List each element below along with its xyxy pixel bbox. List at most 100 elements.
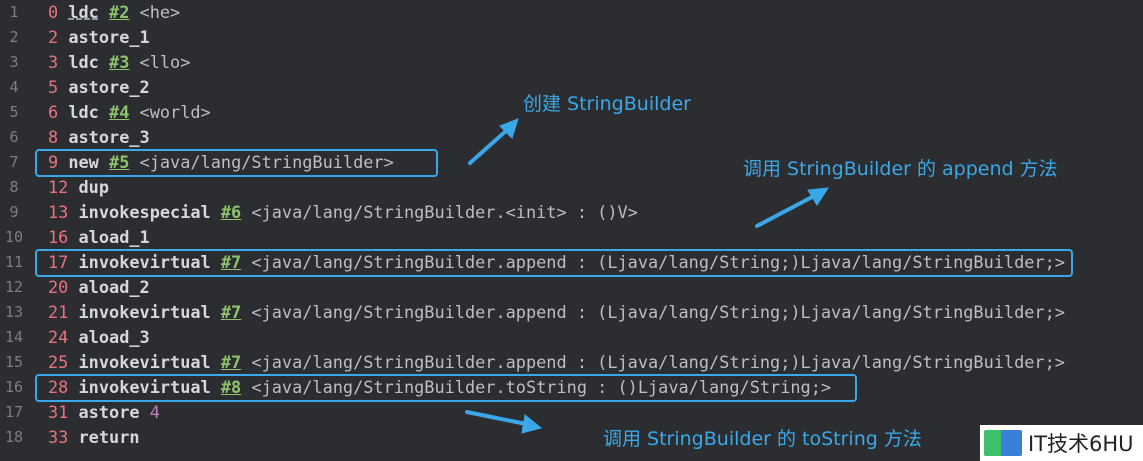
instruction: 16 aload_1 bbox=[48, 225, 150, 250]
constant-ref: #7 bbox=[220, 352, 242, 372]
watermark-text: IT技术6HU bbox=[1028, 432, 1134, 456]
opcode: ldc bbox=[68, 102, 99, 122]
instruction: 13 invokespecial #6 <java/lang/StringBui… bbox=[48, 200, 638, 225]
opcode: invokevirtual bbox=[78, 302, 211, 322]
line-number: 2 bbox=[9, 28, 19, 46]
instruction: 24 aload_3 bbox=[48, 325, 150, 350]
arrow-head-icon bbox=[521, 414, 543, 434]
instruction: 21 invokevirtual #7 <java/lang/StringBui… bbox=[48, 300, 1065, 325]
highlight-new-box bbox=[35, 149, 438, 177]
line-number: 15 bbox=[4, 353, 24, 371]
opcode: invokevirtual bbox=[78, 377, 211, 397]
arrow-head-icon bbox=[807, 187, 829, 206]
opcode: astore bbox=[78, 402, 140, 422]
opcode: astore_2 bbox=[68, 77, 150, 97]
opcode: return bbox=[78, 427, 140, 447]
constant-ref: #5 bbox=[109, 152, 130, 172]
offset: 6 bbox=[48, 102, 59, 122]
watermark-logo-icon bbox=[984, 430, 1022, 456]
instruction: 12 dup bbox=[48, 175, 109, 200]
annotation-append: 调用 StringBuilder 的 append 方法 bbox=[743, 158, 1058, 180]
instruction: 5 astore_2 bbox=[48, 75, 150, 100]
instruction: 6 ldc #4 <world> bbox=[48, 100, 211, 125]
offset: 2 bbox=[48, 27, 59, 47]
constant-ref: #7 bbox=[220, 252, 242, 272]
opcode: invokevirtual bbox=[78, 252, 211, 272]
opcode: ldc bbox=[68, 2, 99, 22]
arrow-head-icon bbox=[499, 118, 519, 139]
arrow-icon bbox=[468, 128, 509, 165]
arrow-icon bbox=[755, 194, 816, 228]
opcode: astore_1 bbox=[68, 27, 150, 47]
arrow-icon bbox=[465, 410, 528, 426]
opcode: ldc bbox=[68, 52, 99, 72]
annotation-tostring: 调用 StringBuilder 的 toString 方法 bbox=[603, 428, 922, 450]
opcode: invokespecial bbox=[78, 202, 211, 222]
line-number: 7 bbox=[9, 153, 19, 171]
offset: 12 bbox=[48, 177, 69, 197]
opcode: new bbox=[68, 152, 99, 172]
offset: 17 bbox=[48, 252, 69, 272]
highlight-append-box bbox=[35, 249, 1073, 277]
line-number: 8 bbox=[9, 178, 19, 196]
offset: 28 bbox=[48, 377, 69, 397]
offset: 8 bbox=[48, 127, 59, 147]
opcode: aload_1 bbox=[78, 227, 150, 247]
annotation-create: 创建 StringBuilder bbox=[523, 93, 691, 115]
line-number: 10 bbox=[4, 228, 24, 246]
offset: 21 bbox=[48, 302, 69, 322]
instruction: 17 invokevirtual #7 <java/lang/StringBui… bbox=[48, 250, 1065, 275]
instruction: 31 astore 4 bbox=[48, 400, 160, 425]
offset: 31 bbox=[48, 402, 69, 422]
constant-ref: #4 bbox=[109, 102, 130, 122]
line-number: 4 bbox=[9, 78, 19, 96]
line-number: 11 bbox=[4, 253, 24, 271]
instruction: 28 invokevirtual #8 <java/lang/StringBui… bbox=[48, 375, 831, 400]
line-number: 17 bbox=[4, 403, 24, 421]
opcode: dup bbox=[78, 177, 110, 197]
line-number: 12 bbox=[4, 278, 24, 296]
line-number: 3 bbox=[9, 53, 19, 71]
line-number: 14 bbox=[4, 328, 24, 346]
offset: 3 bbox=[48, 52, 59, 72]
line-number: 9 bbox=[9, 203, 19, 221]
offset: 5 bbox=[48, 77, 59, 97]
argument: <java/lang/StringBuilder.append : (Ljava… bbox=[251, 352, 1065, 372]
line-number: 16 bbox=[4, 378, 24, 396]
instruction: 20 aload_2 bbox=[48, 275, 150, 300]
line-number: 13 bbox=[4, 303, 24, 321]
constant-ref: #2 bbox=[109, 2, 130, 22]
line-number: 1 bbox=[9, 3, 19, 21]
argument: <java/lang/StringBuilder.toString : ()Lj… bbox=[251, 377, 832, 397]
instruction: 9 new #5 <java/lang/StringBuilder> bbox=[48, 150, 394, 175]
argument: <java/lang/StringBuilder.append : (Ljava… bbox=[251, 302, 1065, 322]
offset: 13 bbox=[48, 202, 69, 222]
opcode: aload_2 bbox=[78, 277, 150, 297]
instruction: 2 astore_1 bbox=[48, 25, 150, 50]
constant-ref: #7 bbox=[220, 302, 242, 322]
opcode: astore_3 bbox=[68, 127, 150, 147]
constant-ref: #6 bbox=[220, 202, 242, 222]
instruction: 3 ldc #3 <llo> bbox=[48, 50, 190, 75]
offset: 16 bbox=[48, 227, 69, 247]
argument: <java/lang/StringBuilder.append : (Ljava… bbox=[251, 252, 1065, 272]
argument: <java/lang/StringBuilder> bbox=[139, 152, 394, 172]
constant-ref: #3 bbox=[109, 52, 130, 72]
offset: 33 bbox=[48, 427, 69, 447]
line-number: 6 bbox=[9, 128, 19, 146]
instruction: 0 ldc #2 <he> bbox=[48, 0, 180, 25]
instruction: 25 invokevirtual #7 <java/lang/StringBui… bbox=[48, 350, 1065, 375]
operand: 4 bbox=[149, 402, 160, 422]
offset: 0 bbox=[48, 2, 59, 22]
line-number: 5 bbox=[9, 103, 19, 121]
opcode: invokevirtual bbox=[78, 352, 211, 372]
argument: <world> bbox=[139, 102, 211, 122]
line-number: 18 bbox=[4, 428, 24, 446]
offset: 24 bbox=[48, 327, 69, 347]
argument: <he> bbox=[139, 2, 181, 22]
constant-ref: #8 bbox=[220, 377, 242, 397]
argument: <java/lang/StringBuilder.<init> : ()V> bbox=[251, 202, 638, 222]
argument: <llo> bbox=[139, 52, 191, 72]
watermark: IT技术6HU bbox=[980, 425, 1143, 461]
instruction: 8 astore_3 bbox=[48, 125, 150, 150]
